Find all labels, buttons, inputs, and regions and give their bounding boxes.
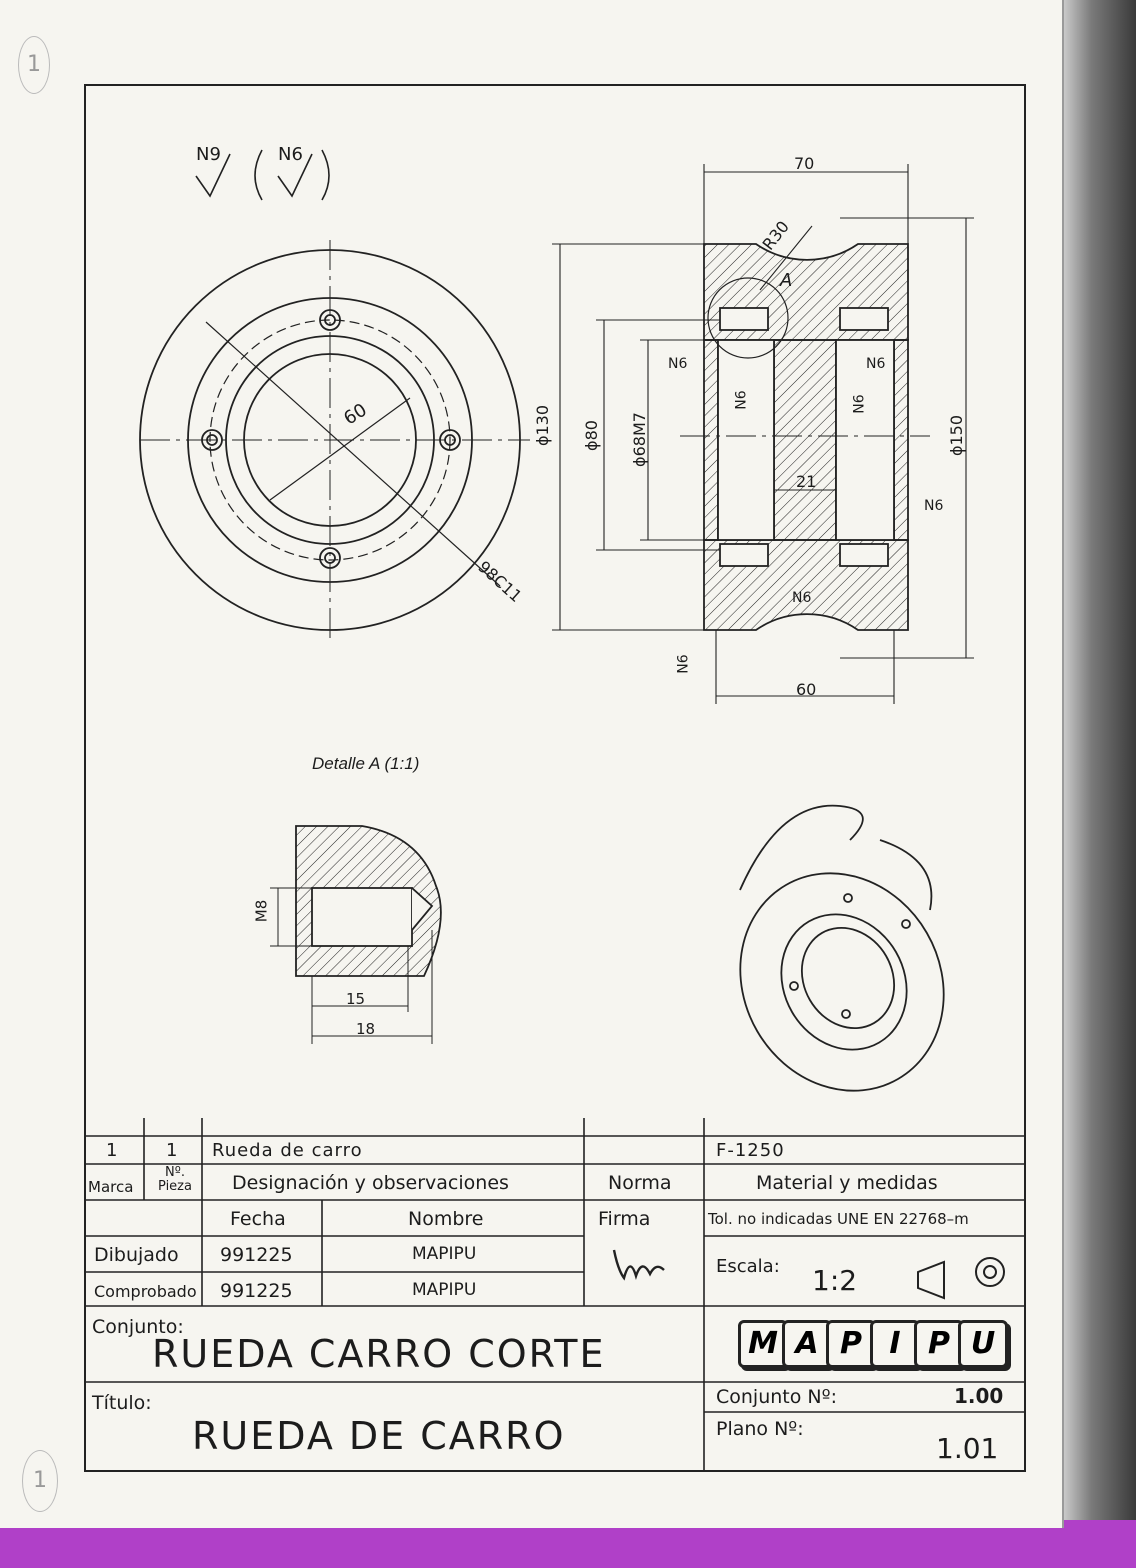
dim-21: 21 <box>796 472 817 491</box>
drawing-sheet: 1 1 <box>0 0 1064 1528</box>
header-marca: Marca <box>88 1178 134 1196</box>
page-mark-top: 1 <box>18 36 50 94</box>
logo-letter: M <box>738 1320 788 1368</box>
detail-a <box>270 825 442 1044</box>
finish-n6-2: N6 <box>866 356 886 372</box>
header-norma: Norma <box>608 1172 672 1194</box>
dim-width-top: 70 <box>794 154 815 173</box>
projection-symbol-icon <box>917 1257 1005 1300</box>
surface-symbol-n9: N9 <box>196 144 221 165</box>
comprobado-nombre: MAPIPU <box>412 1280 477 1300</box>
label-escala: Escala: <box>716 1256 780 1277</box>
page-edge-shadow <box>1062 0 1136 1520</box>
surface-symbol-n6: N6 <box>278 144 303 165</box>
header-designacion: Designación y observaciones <box>232 1172 509 1194</box>
title-block-grid <box>84 1118 1026 1472</box>
isometric-view <box>739 804 945 1092</box>
section-dimensions <box>552 164 974 704</box>
label-plano-n: Plano Nº: <box>716 1418 804 1440</box>
logo-letter: P <box>826 1320 876 1368</box>
section-view <box>680 243 930 631</box>
page-mark-bottom: 1 <box>22 1450 58 1512</box>
logo-letter: I <box>870 1320 920 1368</box>
dim-18: 18 <box>356 1020 376 1038</box>
signature <box>612 1249 665 1281</box>
label-conjunto: Conjunto: <box>92 1316 184 1338</box>
label-dibujado: Dibujado <box>94 1244 179 1266</box>
finish-n6-3: N6 <box>924 498 944 514</box>
header-pieza: Nº. Pieza <box>158 1165 192 1194</box>
logo-letter: A <box>782 1320 832 1368</box>
conjunto-n-value: 1.00 <box>954 1384 1004 1408</box>
plano-n-value: 1.01 <box>936 1432 999 1465</box>
label-nombre: Nombre <box>408 1208 484 1230</box>
detail-ref: A <box>780 270 793 291</box>
conjunto-value: RUEDA CARRO CORTE <box>152 1332 606 1376</box>
item-material: F-1250 <box>716 1140 785 1161</box>
comprobado-fecha: 991225 <box>220 1280 293 1302</box>
label-fecha: Fecha <box>230 1208 286 1230</box>
dim-width-bottom: 60 <box>796 680 817 699</box>
dibujado-fecha: 991225 <box>220 1244 293 1266</box>
finish-n6-1: N6 <box>668 356 688 372</box>
tolerance-note: Tol. no indicadas UNE EN 22768–m <box>708 1210 969 1228</box>
label-titulo: Título: <box>92 1392 152 1414</box>
label-conjunto-n: Conjunto Nº: <box>716 1386 837 1408</box>
titulo-value: RUEDA DE CARRO <box>192 1414 566 1458</box>
logo-letter: P <box>914 1320 964 1368</box>
label-comprobado: Comprobado <box>94 1282 197 1301</box>
dim-15: 15 <box>346 990 366 1008</box>
header-material: Material y medidas <box>756 1172 938 1194</box>
label-firma: Firma <box>598 1208 651 1230</box>
logo-letter: U <box>958 1320 1008 1368</box>
finish-n6-4: N6 <box>792 590 812 606</box>
item-marca: 1 <box>106 1140 118 1161</box>
dibujado-nombre: MAPIPU <box>412 1244 477 1264</box>
item-pieza: 1 <box>166 1140 178 1161</box>
detail-caption: Detalle A (1:1) <box>312 754 420 773</box>
escala-value: 1:2 <box>812 1264 858 1297</box>
drawing-frame <box>84 84 1026 1472</box>
finish-symbol-n9 <box>195 149 330 201</box>
technical-drawing <box>84 149 1026 1472</box>
front-view <box>139 240 530 640</box>
item-designacion: Rueda de carro <box>212 1140 363 1161</box>
